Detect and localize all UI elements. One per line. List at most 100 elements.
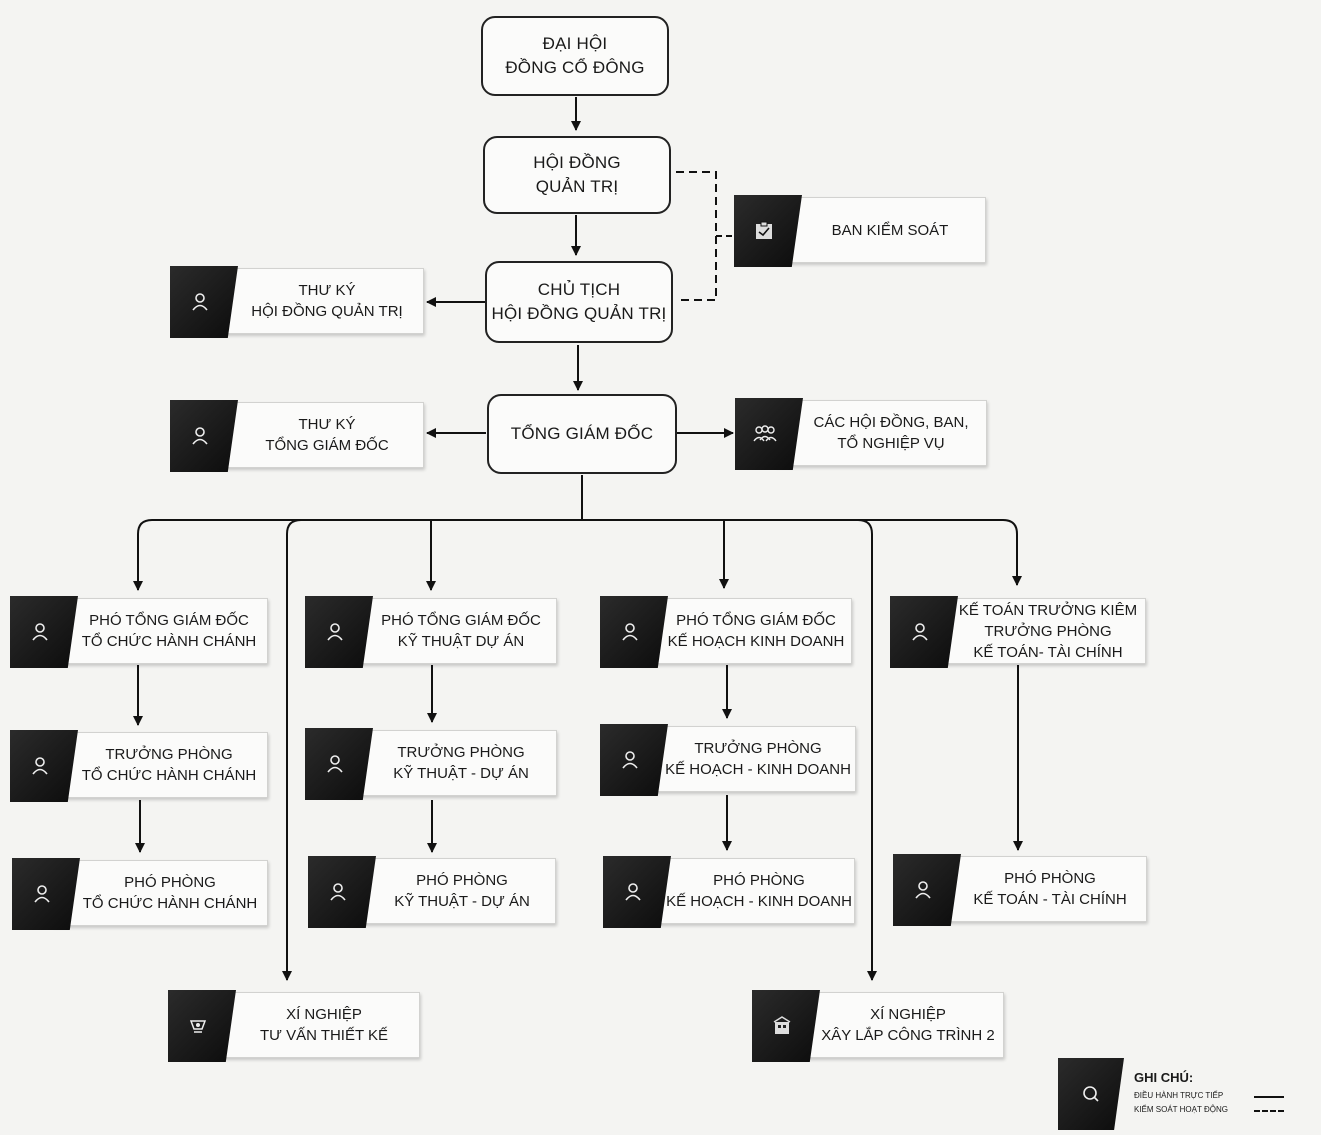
node-truong-phong-ktda: TRƯỞNG PHÒNG KỸ THUẬT - DỰ ÁN	[305, 728, 557, 800]
node-label-1: PHÓ TỔNG GIÁM ĐỐC	[381, 612, 541, 629]
node-label-2: TỔ CHỨC HÀNH CHÁNH	[82, 895, 258, 912]
node-label-1: TRƯỞNG PHÒNG	[105, 746, 233, 763]
node-pho-phong-khkd: PHÓ PHÒNG KẾ HOẠCH - KINH DOANH	[603, 856, 855, 928]
node-card: PHÓ TỔNG GIÁM ĐỐC TỔ CHỨC HÀNH CHÁNH	[50, 598, 268, 664]
node-pho-phong-tchc: PHÓ PHÒNG TỔ CHỨC HÀNH CHÁNH	[12, 858, 268, 930]
node-card: TRƯỞNG PHÒNG KỸ THUẬT - DỰ ÁN	[345, 730, 557, 796]
person-icon	[12, 858, 80, 930]
node-label-1: PHÓ TỔNG GIÁM ĐỐC	[676, 612, 836, 629]
legend-dashed-line	[1254, 1110, 1284, 1112]
node-label-1: TRƯỞNG PHÒNG	[694, 740, 822, 757]
node-card: KẾ TOÁN TRƯỞNG KIÊM TRƯỞNG PHÒNG KẾ TOÁN- …	[930, 598, 1146, 664]
node-pho-tgd-khkd: PHÓ TỔNG GIÁM ĐỐC KẾ HOẠCH KINH DOANH	[600, 596, 852, 668]
node-truong-phong-tchc: TRƯỞNG PHÒNG TỔ CHỨC HÀNH CHÁNH	[10, 730, 268, 802]
node-card: BAN KIỂM SOÁT	[774, 197, 986, 263]
node-label-2: KỸ THUẬT - DỰ ÁN	[394, 893, 530, 910]
node-xi-nghiep-xlct2: XÍ NGHIỆP XÂY LẮP CÔNG TRÌNH 2	[752, 990, 1004, 1062]
node-label-1: PHÓ PHÒNG	[416, 872, 508, 889]
legend: GHI CHÚ: ĐIỀU HÀNH TRỰC TIẾP KIỂM SOÁT H…	[1058, 1058, 1294, 1130]
person-icon	[305, 728, 373, 800]
node-truong-phong-khkd: TRƯỞNG PHÒNG KẾ HOẠCH - KINH DOANH	[600, 724, 856, 796]
person-icon	[600, 596, 668, 668]
node-card: PHÓ PHÒNG KỸ THUẬT - DỰ ÁN	[348, 858, 556, 924]
legend-control-label: KIỂM SOÁT HOẠT ĐỘNG	[1134, 1105, 1228, 1114]
node-cac-hoi-dong: CÁC HỘI ĐỒNG, BAN, TỔ NGHIỆP VỤ	[735, 398, 987, 470]
person-icon	[305, 596, 373, 668]
node-card: XÍ NGHIỆP TƯ VẤN THIẾT KẾ	[208, 992, 420, 1058]
node-card: PHÓ PHÒNG KẾ TOÁN - TÀI CHÍNH	[933, 856, 1147, 922]
node-label-2: KẾ HOẠCH - KINH DOANH	[666, 893, 852, 910]
person-icon	[893, 854, 961, 926]
node-label-2: TƯ VẤN THIẾT KẾ	[259, 1027, 389, 1044]
node-label-1: PHÓ PHÒNG	[124, 874, 216, 891]
node-label-2: KẾ HOẠCH KINH DOANH	[667, 633, 845, 650]
node-label-1: THƯ KÝ	[298, 416, 356, 433]
node-label-3: KẾ TOÁN- TÀI CHÍNH	[973, 643, 1123, 661]
node-card: TRƯỞNG PHÒNG TỔ CHỨC HÀNH CHÁNH	[50, 732, 268, 798]
node-label-2: KỸ THUẬT - DỰ ÁN	[393, 765, 529, 782]
legend-title: GHI CHÚ:	[1134, 1070, 1194, 1085]
node-label: BAN KIỂM SOÁT	[831, 221, 949, 239]
node-label-2: TỔ CHỨC HÀNH CHÁNH	[81, 767, 257, 784]
chu-tich-line-2: HỘI ĐỒNG QUẢN TRỊ	[491, 304, 667, 323]
node-card: TRƯỞNG PHÒNG KẾ HOẠCH - KINH DOANH	[640, 726, 856, 792]
node-label-2: TỔ CHỨC HÀNH CHÁNH	[81, 633, 257, 650]
node-label-1: PHÓ PHÒNG	[713, 872, 805, 889]
dai-hoi-line-1: ĐẠI HỘI	[542, 34, 608, 53]
node-ke-toan-truong: KẾ TOÁN TRƯỞNG KIÊM TRƯỞNG PHÒNG KẾ TOÁN- …	[890, 596, 1146, 668]
node-ban-kiem-soat: BAN KIỂM SOÁT	[734, 195, 986, 267]
tgd-line-1: TỔNG GIÁM ĐỐC	[510, 424, 654, 443]
node-card: THƯ KÝ HỘI ĐỒNG QUẢN TRỊ	[210, 268, 424, 334]
legend-solid-line	[1254, 1096, 1284, 1098]
person-icon	[10, 596, 78, 668]
person-icon	[308, 856, 376, 928]
node-label-2: TỔNG GIÁM ĐỐC	[265, 437, 389, 454]
node-thu-ky-tgd: THƯ KÝ TỔNG GIÁM ĐỐC	[170, 400, 424, 472]
group-icon	[735, 398, 803, 470]
design-tools-icon	[168, 990, 236, 1062]
node-label-1: XÍ NGHIỆP	[286, 1006, 362, 1023]
hdqt-line-2: QUẢN TRỊ	[535, 177, 619, 196]
node-label-2: KẾ TOÁN - TÀI CHÍNH	[973, 891, 1127, 908]
node-card: PHÓ TỔNG GIÁM ĐỐC KẾ HOẠCH KINH DOANH	[640, 598, 852, 664]
node-card: PHÓ PHÒNG KẾ HOẠCH - KINH DOANH	[643, 858, 855, 924]
node-label-2: HỘI ĐỒNG QUẢN TRỊ	[251, 303, 403, 320]
node-thu-ky-hdqt: THƯ KÝ HỘI ĐỒNG QUẢN TRỊ	[170, 266, 424, 338]
person-icon	[600, 724, 668, 796]
construction-icon	[752, 990, 820, 1062]
node-label-2: TỔ NGHIỆP VỤ	[837, 435, 945, 452]
node-card: PHÓ PHÒNG TỔ CHỨC HÀNH CHÁNH	[52, 860, 268, 926]
node-label-1: PHÓ TỔNG GIÁM ĐỐC	[89, 612, 249, 629]
node-pho-phong-ktda: PHÓ PHÒNG KỸ THUẬT - DỰ ÁN	[308, 856, 556, 928]
chu-tich-line-1: CHỦ TỊCH	[537, 280, 621, 299]
chu-tich-hdqt-box: CHỦ TỊCH HỘI ĐỒNG QUẢN TRỊ	[485, 261, 673, 343]
person-icon	[170, 400, 238, 472]
person-icon	[170, 266, 238, 338]
person-icon	[603, 856, 671, 928]
node-label-2: KẾ HOẠCH - KINH DOANH	[665, 761, 851, 778]
legend-direct-label: ĐIỀU HÀNH TRỰC TIẾP	[1134, 1091, 1224, 1100]
node-label-1: THƯ KÝ	[298, 282, 356, 299]
node-card: CÁC HỘI ĐỒNG, BAN, TỔ NGHIỆP VỤ	[775, 400, 987, 466]
node-label-1: KẾ TOÁN TRƯỞNG KIÊM	[958, 601, 1138, 619]
node-label-2: TRƯỞNG PHÒNG	[984, 622, 1112, 640]
node-label-1: CÁC HỘI ĐỒNG, BAN,	[813, 414, 969, 431]
node-card: XÍ NGHIỆP XÂY LẮP CÔNG TRÌNH 2	[792, 992, 1004, 1058]
node-label-2: XÂY LẮP CÔNG TRÌNH 2	[821, 1027, 995, 1044]
node-label-1: TRƯỞNG PHÒNG	[397, 744, 525, 761]
dai-hoi-line-2: ĐỒNG CỔ ĐÔNG	[505, 58, 645, 77]
node-pho-phong-ktc: PHÓ PHÒNG KẾ TOÁN - TÀI CHÍNH	[893, 854, 1147, 926]
legend-icon	[1058, 1058, 1124, 1130]
node-label-1: XÍ NGHIỆP	[870, 1006, 946, 1023]
node-label-1: PHÓ PHÒNG	[1004, 870, 1096, 887]
tong-giam-doc-box: TỔNG GIÁM ĐỐC	[487, 394, 677, 474]
inspection-icon	[734, 195, 802, 267]
hoi-dong-quan-tri-box: HỘI ĐỒNG QUẢN TRỊ	[483, 136, 671, 214]
node-pho-tgd-tchc: PHÓ TỔNG GIÁM ĐỐC TỔ CHỨC HÀNH CHÁNH	[10, 596, 268, 668]
person-icon	[890, 596, 958, 668]
node-card: THƯ KÝ TỔNG GIÁM ĐỐC	[210, 402, 424, 468]
person-icon	[10, 730, 78, 802]
